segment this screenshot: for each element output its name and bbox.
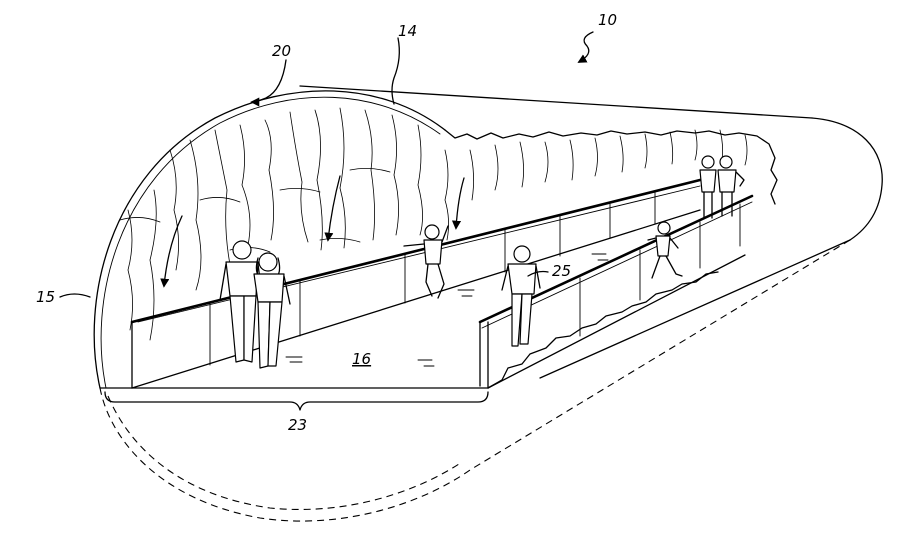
tube-hidden-inner	[107, 395, 463, 511]
label-20: 20	[272, 42, 291, 60]
flow-arrow-3	[451, 177, 465, 230]
tube-hidden-bottom	[99, 239, 851, 522]
person-dancer	[403, 224, 449, 299]
walkway	[99, 209, 746, 389]
left-rail-top	[130, 178, 702, 324]
walkway-right-edge	[487, 254, 746, 389]
person-group-far	[699, 155, 745, 219]
person-man-front	[219, 240, 263, 363]
flow-arrows	[160, 175, 465, 288]
leader-15	[59, 293, 91, 298]
walkway-left-edge	[131, 209, 701, 389]
left-handrail	[130, 178, 702, 366]
people	[219, 155, 745, 369]
label-14: 14	[398, 22, 417, 40]
person-runner	[647, 221, 683, 279]
leader-lines	[59, 31, 594, 298]
flow-arrow-1	[160, 215, 183, 288]
outer-tube	[93, 85, 883, 522]
tube-far-end	[811, 117, 883, 241]
walkway-width-brace	[104, 391, 489, 411]
person-walker-middle	[501, 245, 541, 347]
leader-10	[577, 31, 594, 63]
person-woman-front	[253, 252, 291, 369]
flow-arrow-2	[324, 175, 341, 242]
label-23: 23	[288, 416, 307, 434]
tube-front-rim	[93, 90, 446, 389]
label-10: 10	[598, 11, 617, 29]
rock-bottom-edge	[487, 271, 719, 389]
label-16: 16	[352, 350, 371, 368]
tube-right-edge	[539, 239, 851, 379]
label-25: 25	[552, 262, 571, 280]
tube-top-edge	[299, 85, 813, 119]
cavern-wall-texture	[119, 107, 748, 341]
leader-25	[527, 270, 549, 277]
leader-14	[391, 37, 400, 105]
reference-numerals: 10 14 20 15 16 23 25	[36, 11, 617, 434]
leader-20	[250, 59, 287, 107]
rock-top-edge	[444, 129, 778, 205]
label-15: 15	[36, 288, 55, 306]
tube-inner-rim	[100, 96, 441, 389]
